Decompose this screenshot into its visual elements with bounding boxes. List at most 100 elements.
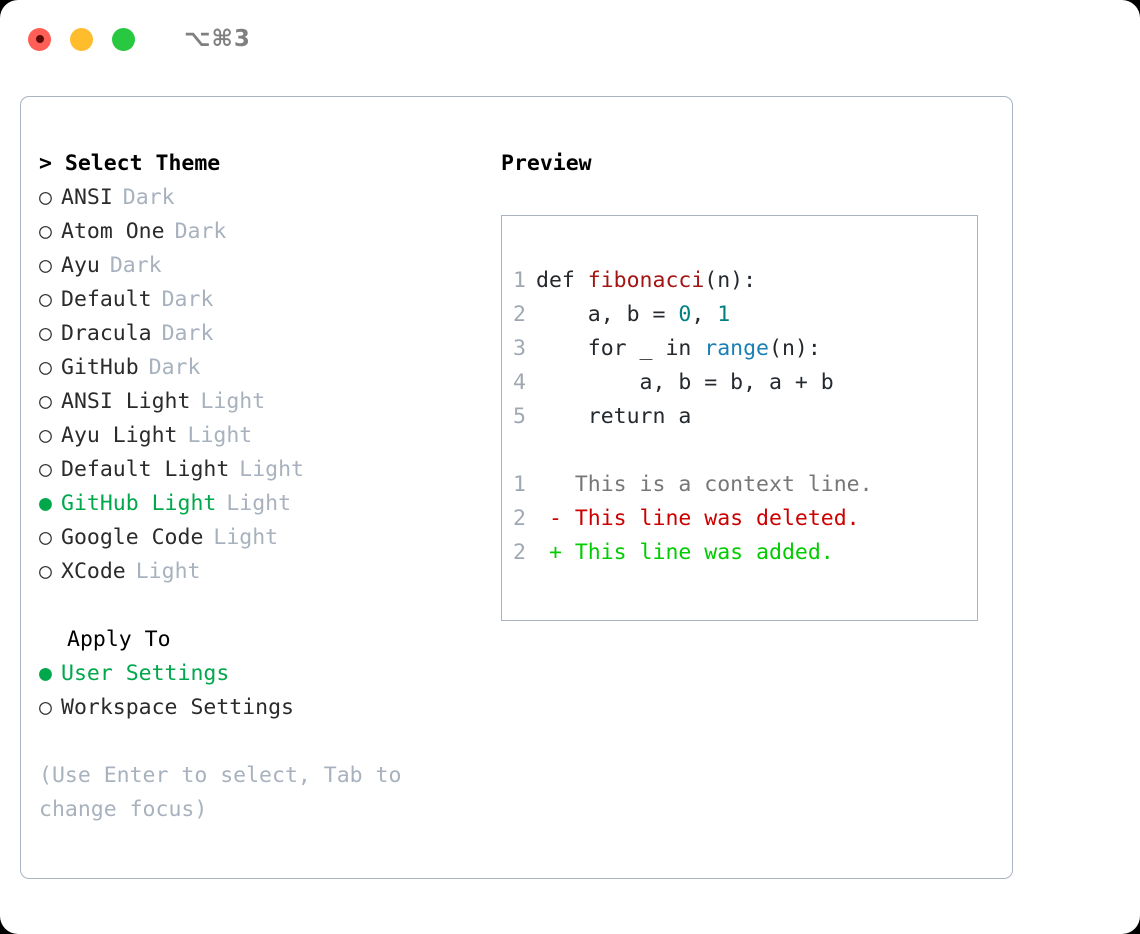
radio-unselected-icon: ○ [39,695,52,720]
radio-unselected-icon: ○ [39,525,52,550]
diff-marker [536,468,562,502]
preview-heading: Preview [501,151,592,176]
title-bar: ⌥⌘3 [0,0,1140,78]
theme-option-ansi-light[interactable]: ○ ANSI Light Light [39,385,501,419]
radio-unselected-icon: ○ [39,423,52,448]
theme-option-atom-one[interactable]: ○ Atom One Dark [39,215,501,249]
code-token-plain: return a [536,404,692,429]
theme-option-variant: Light [213,525,279,550]
radio-unselected-icon: ○ [39,253,52,278]
line-number: 3 [513,336,526,361]
theme-option-ansi[interactable]: ○ ANSI Dark [39,181,501,215]
theme-option-variant: Light [200,389,266,414]
radio-unselected-icon: ○ [39,559,52,584]
code-line-text: return a [536,400,692,434]
radio-unselected-icon: ○ [39,457,52,482]
code-line: 2 a, b = 0, 1 [502,298,977,332]
apply-to-option-name: User Settings [61,661,230,686]
theme-option-variant: Light [187,423,253,448]
code-line-text: a, b = 0, 1 [536,298,730,332]
apply-to-section: Apply To ●User Settings○Workspace Settin… [39,623,501,725]
radio-unselected-icon: ○ [39,287,52,312]
apply-to-option-user-settings[interactable]: ● User Settings [39,657,501,691]
theme-option-name: XCode [61,559,126,584]
code-token-plain: for _ in [536,336,705,361]
line-number: 1 [513,268,526,293]
diff-line-number: 1 [513,472,526,497]
code-token-plain: a, b = [536,302,679,327]
diff-line: 1 This is a context line. [502,468,977,502]
theme-option-google-code[interactable]: ○ Google Code Light [39,521,501,555]
theme-option-name: Atom One [61,219,165,244]
diff-line-number: 2 [513,540,526,565]
theme-option-ayu[interactable]: ○ Ayu Dark [39,249,501,283]
code-token-kw: range [704,336,770,361]
theme-option-ayu-light[interactable]: ○ Ayu Light Light [39,419,501,453]
select-theme-heading: > Select Theme [39,151,221,176]
theme-option-default-light[interactable]: ○ Default Light Light [39,453,501,487]
diff-marker: + [536,540,562,565]
theme-option-name: Default Light [61,457,230,482]
diff-line: 2 + This line was added. [502,536,977,570]
minimize-window-button[interactable] [70,27,93,51]
code-token-num: 1 [717,302,731,327]
theme-option-name: Ayu [61,253,100,278]
code-line: 3 for _ in range(n): [502,332,977,366]
preview-spacer [502,434,977,468]
code-token-plain: (n): [769,336,821,361]
traffic-lights [28,27,135,51]
theme-option-variant: Dark [122,185,175,210]
code-line-text: for _ in range(n): [536,332,821,366]
diff-sample: 1 This is a context line.2 - This line w… [502,468,977,570]
theme-option-name: Default [61,287,152,312]
keyboard-hint-text: (Use Enter to select, Tab to change focu… [39,763,402,822]
radio-unselected-icon: ○ [39,219,52,244]
code-line-text: a, b = b, a + b [536,366,834,400]
theme-option-name: Google Code [61,525,204,550]
close-window-button[interactable] [28,27,51,51]
code-token-num: 0 [678,302,692,327]
diff-line-text: This is a context line. [561,472,873,497]
theme-option-default[interactable]: ○ Default Dark [39,283,501,317]
code-token-func: fibonacci [587,268,705,293]
diff-line-text: This line was added. [561,540,834,565]
diff-line: 2 - This line was deleted. [502,502,977,536]
theme-option-variant: Dark [161,321,214,346]
line-number: 5 [513,404,526,429]
theme-option-variant: Light [226,491,292,516]
theme-option-name: GitHub [61,355,139,380]
theme-option-name: ANSI [61,185,113,210]
theme-option-variant: Light [239,457,305,482]
apply-to-option-name: Workspace Settings [61,695,294,720]
theme-option-name: GitHub Light [61,491,217,516]
maximize-window-button[interactable] [112,27,135,51]
radio-selected-icon: ● [39,661,52,686]
apply-to-option-workspace-settings[interactable]: ○ Workspace Settings [39,691,501,725]
code-line-text: def fibonacci(n): [536,264,756,298]
theme-option-name: ANSI Light [61,389,191,414]
theme-option-name: Ayu Light [61,423,178,448]
line-number: 2 [513,302,526,327]
radio-unselected-icon: ○ [39,355,52,380]
theme-option-variant: Dark [161,287,214,312]
theme-option-variant: Dark [174,219,227,244]
radio-unselected-icon: ○ [39,389,52,414]
radio-unselected-icon: ○ [39,185,52,210]
apply-to-list: ● User Settings ○ Workspace Settings [39,657,501,725]
code-token-plain: a, b = b, a + b [536,370,834,395]
code-token-plain: def [536,268,588,293]
code-line: 5 return a [502,400,977,434]
radio-unselected-icon: ○ [39,321,52,346]
theme-option-variant: Dark [109,253,162,278]
